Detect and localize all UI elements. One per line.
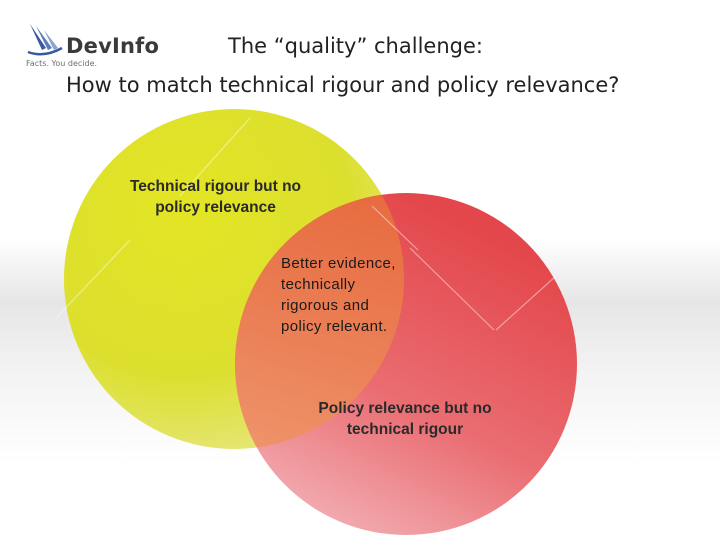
decorative-streaks <box>55 117 557 331</box>
logo-tagline: Facts. You decide. <box>26 59 98 68</box>
venn-label-policy-only: Policy relevance but no technical rigour <box>318 400 492 438</box>
page-title-line-1: The “quality” challenge: <box>228 34 483 58</box>
venn-label-overlap: Better evidence, technically rigorous an… <box>281 255 396 335</box>
logo-wordmark: DevInfo <box>66 34 160 58</box>
devinfo-logo: DevInfo Facts. You decide. <box>26 22 176 70</box>
logo-wing-icon <box>27 24 63 56</box>
page-title-line-2: How to match technical rigour and policy… <box>66 73 620 97</box>
venn-label-technical-only: Technical rigour but no policy relevance <box>129 178 302 216</box>
venn-overlap-region <box>235 193 404 449</box>
